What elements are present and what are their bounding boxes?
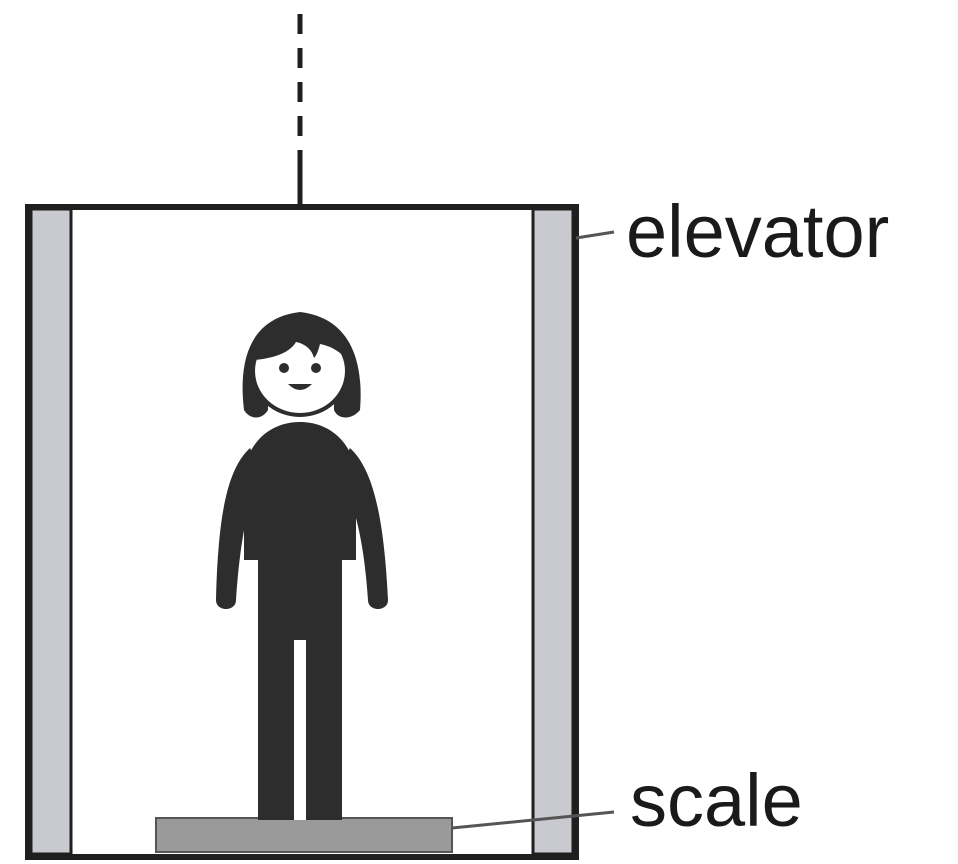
elevator-label: elevator	[626, 190, 889, 273]
scale-platform	[156, 818, 452, 852]
elevator-right-wall	[533, 209, 573, 854]
person-right-eye	[311, 363, 321, 373]
elevator-leader-line	[576, 232, 614, 238]
person-figure	[216, 312, 388, 820]
elevator-left-wall	[31, 209, 71, 854]
person-leg-gap	[294, 640, 306, 820]
person-left-eye	[279, 363, 289, 373]
scale-label: scale	[630, 759, 803, 842]
